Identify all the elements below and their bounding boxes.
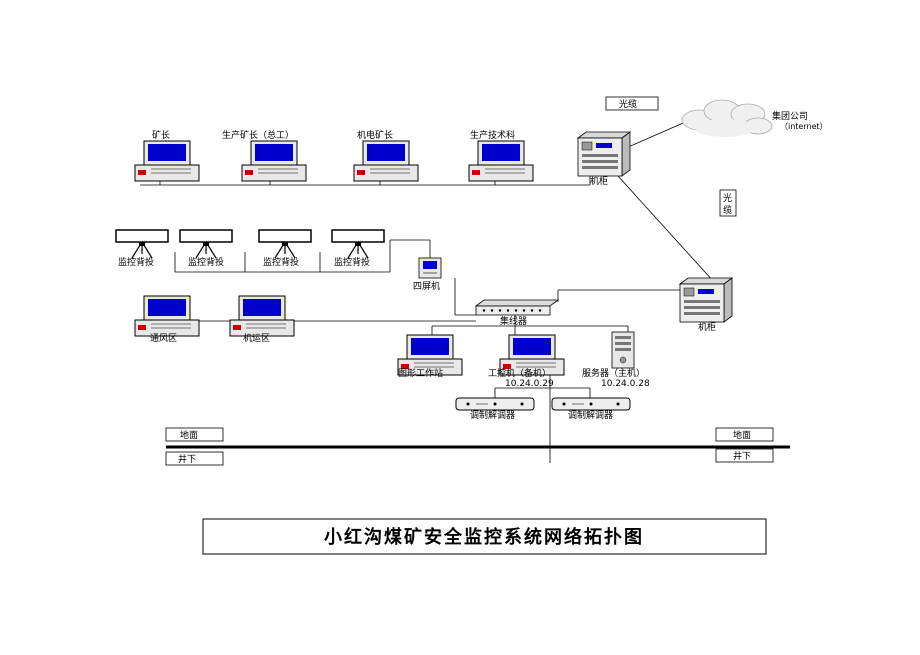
server-main-ip: 10.24.0.28 <box>601 379 650 389</box>
cloud-icon <box>681 99 773 137</box>
ipc-backup-ip: 10.24.0.29 <box>505 379 554 389</box>
workstation-label: 图形工作站 <box>398 367 443 379</box>
top-pc-2-label: 生产矿长（总工） <box>222 129 294 141</box>
pc-left-2-label: 机运区 <box>243 332 270 344</box>
cloud-sub-label: （internet） <box>780 122 828 131</box>
cabinet-top-label: 机柜 <box>590 175 608 187</box>
computer-icon-top-4 <box>468 140 534 182</box>
server-main-label: 服务器（主机） <box>582 367 645 379</box>
top-pc-3-label: 机电矿长 <box>357 129 393 141</box>
cabinet-icon-mid <box>679 277 733 323</box>
screen-4-label: 监控背投 <box>334 256 370 268</box>
top-pc-4-label: 生产技术科 <box>470 129 515 141</box>
ground-label-right: 地面 <box>733 429 751 441</box>
diagram-title: 小红沟煤矿安全监控系统网络拓扑图 <box>324 526 644 548</box>
computer-icon-top-3 <box>353 140 419 182</box>
computer-icon-top-2 <box>241 140 307 182</box>
server-icon <box>611 331 635 369</box>
hub-label: 集线器 <box>500 315 527 327</box>
projection-screen-icon-2 <box>179 229 233 259</box>
splitter-icon <box>418 257 442 279</box>
fiber-label-top: 光缆 <box>619 98 637 110</box>
cabinet-mid-label: 机柜 <box>698 321 716 333</box>
computer-icon-top-1 <box>134 140 200 182</box>
computer-icon-left-1 <box>134 295 200 337</box>
modem-icon-1 <box>455 397 535 411</box>
projection-screen-icon-4 <box>331 229 385 259</box>
splitter-label: 四屏机 <box>413 280 440 292</box>
cloud-name-label: 集团公司 <box>772 110 808 122</box>
pc-left-1-label: 通风区 <box>150 333 177 344</box>
fiber-label-vertical: 光缆 <box>723 192 732 216</box>
modem-1-label: 调制解调器 <box>470 409 515 421</box>
projection-screen-icon-3 <box>258 229 312 259</box>
screen-2-label: 监控背投 <box>188 256 224 268</box>
ipc-backup-label: 工控机（备机） <box>488 367 551 379</box>
computer-icon-left-2 <box>229 295 295 337</box>
screen-1-label: 监控背投 <box>118 256 154 268</box>
screen-3-label: 监控背投 <box>263 256 299 268</box>
projection-screen-icon-1 <box>115 229 169 259</box>
hub-icon <box>474 299 560 316</box>
modem-2-label: 调制解调器 <box>568 409 613 421</box>
cabinet-icon-top <box>577 131 631 177</box>
top-pc-1-label: 矿长 <box>152 129 170 141</box>
modem-icon-2 <box>551 397 631 411</box>
ground-label-left: 地面 <box>180 429 198 441</box>
underground-label-left: 井下 <box>178 453 196 465</box>
underground-label-right: 井下 <box>733 450 751 462</box>
